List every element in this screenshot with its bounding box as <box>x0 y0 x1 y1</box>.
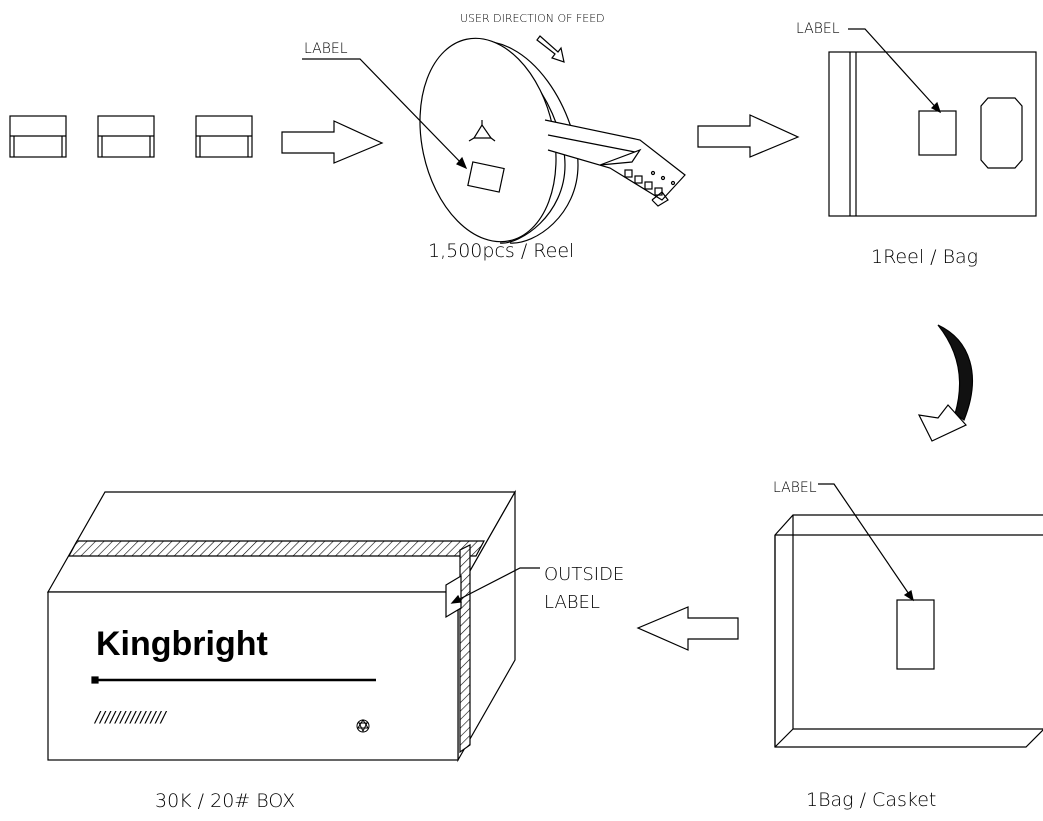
bag-label-leader <box>848 28 941 113</box>
brand-name: Kingbright <box>96 625 268 663</box>
curved-transition-arrow <box>917 324 973 442</box>
bag <box>828 28 1037 217</box>
bag-caption: 1Reel / Bag <box>871 246 978 268</box>
casket <box>774 483 1043 748</box>
recycle-icon <box>356 719 370 733</box>
flow-arrow-1 <box>281 120 384 164</box>
casket-label-box <box>896 599 935 670</box>
casket-caption: 1Bag / Casket <box>806 789 936 811</box>
reel-label-leader <box>302 58 467 169</box>
feed-direction-arrow <box>536 35 565 63</box>
reel-caption: 1,500pcs / Reel <box>428 240 574 262</box>
reel <box>302 37 686 244</box>
box <box>46 489 540 763</box>
reel-label-text: LABEL <box>304 41 348 57</box>
bag-label-text: LABEL <box>796 21 840 37</box>
flow-arrow-2 <box>697 114 800 158</box>
outside-label-box <box>445 574 462 619</box>
casket-label-text: LABEL <box>773 480 817 496</box>
component-3 <box>195 115 253 158</box>
component-2 <box>97 115 155 158</box>
component-1 <box>9 115 67 158</box>
box-tape-top <box>68 540 485 557</box>
outside-label-text-2: LABEL <box>544 592 600 613</box>
box-tape-side <box>459 544 471 754</box>
reel-label-box <box>467 161 505 193</box>
outside-label-leader <box>451 567 540 604</box>
outside-label-text-1: OUTSIDE <box>544 564 624 585</box>
flow-arrow-3 <box>636 606 739 651</box>
bag-window <box>980 97 1023 169</box>
bag-label-box <box>918 110 957 156</box>
reel-hub-icon <box>468 120 496 142</box>
box-marking: ////////////// <box>93 708 168 726</box>
feed-direction-text: USER DIRECTION OF FEED <box>460 12 605 25</box>
box-caption: 30K / 20# BOX <box>155 790 295 812</box>
casket-label-leader <box>818 483 914 601</box>
